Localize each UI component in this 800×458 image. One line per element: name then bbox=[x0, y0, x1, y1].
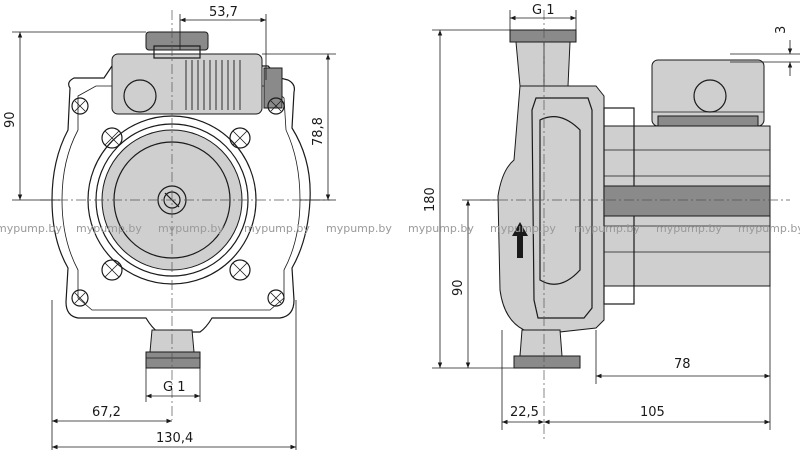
front-cooling-fins bbox=[185, 60, 241, 110]
front-housing-bolts bbox=[71, 97, 285, 307]
side-dim-gap: 3 bbox=[774, 26, 789, 34]
side-dim-total-height: 180 bbox=[423, 187, 438, 212]
front-dim-height-left: 90 bbox=[3, 111, 18, 128]
side-top-flange bbox=[509, 29, 577, 87]
front-outlet-connector bbox=[145, 329, 201, 369]
watermark: mypump.by bbox=[76, 222, 142, 235]
front-housing bbox=[51, 65, 311, 333]
watermark: mypump.by bbox=[490, 222, 556, 235]
watermark: mypump.by bbox=[158, 222, 224, 235]
watermark: mypump.by bbox=[0, 222, 62, 235]
front-control-box bbox=[111, 53, 263, 115]
watermark-row: mypump.by mypump.by mypump.by mypump.by … bbox=[0, 222, 800, 235]
side-view: G 1 3 180 90 78 22,5 105 bbox=[423, 3, 800, 440]
side-dim-body-length: 105 bbox=[640, 405, 665, 420]
side-dim-flange-offset: 22,5 bbox=[510, 405, 539, 420]
front-dim-thread: G 1 bbox=[163, 380, 185, 395]
front-view: 53,7 90 78,8 G 1 67,2 130,4 bbox=[3, 5, 336, 450]
side-flow-arrow-icon bbox=[512, 222, 528, 258]
side-motor bbox=[603, 107, 771, 305]
side-dim-thread: G 1 bbox=[532, 3, 554, 18]
watermark: mypump.by bbox=[326, 222, 392, 235]
front-dim-total-width: 130,4 bbox=[156, 431, 193, 446]
side-bottom-flange bbox=[513, 329, 581, 369]
watermark: mypump.by bbox=[408, 222, 474, 235]
side-volute bbox=[497, 85, 605, 357]
watermark: mypump.by bbox=[738, 222, 800, 235]
front-dim-height-right: 78,8 bbox=[311, 117, 326, 146]
watermark: mypump.by bbox=[574, 222, 640, 235]
front-dim-top-width: 53,7 bbox=[209, 5, 238, 20]
side-control-box bbox=[651, 59, 765, 127]
front-motor-bolts bbox=[101, 127, 251, 281]
watermark: mypump.by bbox=[244, 222, 310, 235]
side-dim-motor-length: 78 bbox=[674, 357, 691, 372]
watermark: mypump.by bbox=[656, 222, 722, 235]
front-dim-offset: 67,2 bbox=[92, 405, 121, 420]
side-dim-half-height: 90 bbox=[451, 279, 466, 296]
